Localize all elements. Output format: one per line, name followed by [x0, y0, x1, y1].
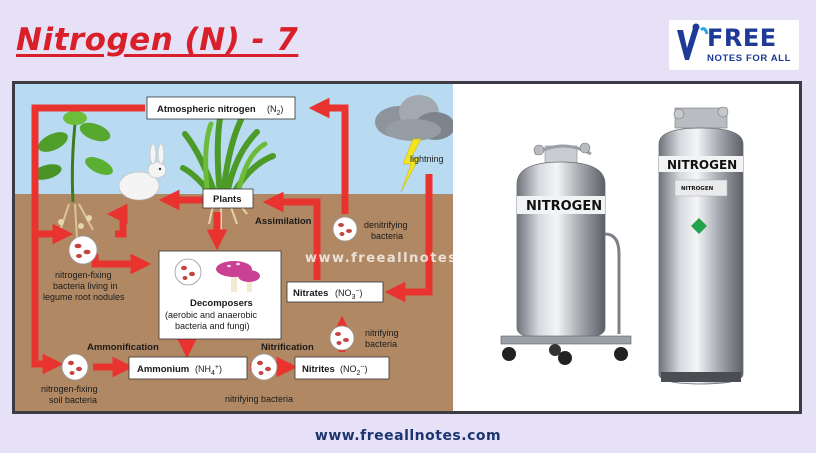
denitrifying-label-2: bacteria	[371, 231, 403, 241]
ammonification-label: Ammonification	[87, 342, 159, 353]
footer-url[interactable]: www.freeallnotes.com	[314, 428, 502, 444]
svg-text:(NO3−): (NO3−)	[335, 288, 363, 301]
lightning-to-nitrates-arrow	[384, 174, 433, 303]
ammonium-box: Ammonium (NH4+)	[128, 356, 248, 380]
svg-text:Nitrates: Nitrates	[293, 288, 328, 299]
svg-text:Plants: Plants	[213, 194, 242, 205]
logo-tagline: NOTES FOR ALL	[707, 53, 791, 64]
fixation-arrow	[31, 104, 145, 245]
assimilation-arrow	[262, 191, 321, 280]
nitrifying-label-1: nitrifying	[365, 328, 399, 338]
brand-logo[interactable]: FREE NOTES FOR ALL	[669, 20, 799, 70]
svg-text:Decomposers: Decomposers	[190, 298, 253, 309]
svg-text:bacteria and fungi): bacteria and fungi)	[175, 321, 250, 331]
lightning-label: lightning	[410, 154, 444, 164]
nodule-loop-arrow	[106, 203, 128, 238]
photo-background	[453, 84, 799, 411]
soil-bacteria-arrow	[31, 234, 64, 375]
cloud-icon	[375, 95, 455, 141]
slide-title: Nitrogen (N) - 7	[16, 22, 299, 58]
svg-text:NITROGEN: NITROGEN	[681, 186, 714, 192]
nitrifying-label-2: bacteria	[365, 339, 397, 349]
mushroom-icon	[216, 261, 260, 292]
nitrogen-tank-tall-photo: NITROGEN NITROGEN	[658, 106, 744, 385]
content-frame: lightning	[12, 81, 802, 414]
svg-text:Ammonium: Ammonium	[137, 364, 189, 375]
assimilation-label: Assimilation	[255, 216, 312, 227]
logo-person-icon	[677, 23, 709, 60]
nitrifying-bottom-label: nitrifying bacteria	[225, 394, 293, 404]
grass-plant-icon	[180, 109, 276, 230]
legume-plant-icon	[32, 111, 113, 240]
nodule-bacteria-icon	[68, 235, 98, 265]
decomposer-bacteria-icon	[174, 258, 202, 286]
rabbit-icon	[118, 143, 167, 201]
decomposers-box: Decomposers (aerobic and anaerobic bacte…	[158, 250, 282, 340]
nitrifying-bacteria-icon-upper	[329, 325, 355, 351]
nitrogen-tank-cart-photo: NITROGEN	[500, 142, 632, 365]
svg-text:NITROGEN: NITROGEN	[526, 199, 602, 214]
nitrification-label: Nitrification	[261, 342, 314, 353]
atmospheric-nitrogen-box: Atmospheric nitrogen (N2)	[146, 96, 296, 120]
watermark-text: www.freeallnotes.com	[305, 251, 499, 266]
nitrates-box: Nitrates (NO3−)	[286, 281, 384, 303]
svg-text:Nitrites: Nitrites	[302, 364, 335, 375]
svg-text:(N2): (N2)	[267, 104, 283, 117]
nitrogen-cycle-diagram: lightning	[15, 84, 799, 411]
nodules-label-1: nitrogen-fixing	[55, 270, 112, 280]
svg-text:(NO2−): (NO2−)	[340, 364, 368, 377]
soil-bacteria-label-2: soil bacteria	[49, 395, 97, 405]
lightning-bolt-icon	[400, 138, 422, 193]
svg-text:(aerobic and anaerobic: (aerobic and anaerobic	[165, 310, 258, 320]
nitrifying-bacteria-icon-lower	[250, 353, 278, 381]
svg-text:Atmospheric nitrogen: Atmospheric nitrogen	[157, 104, 256, 115]
plants-box: Plants	[202, 188, 254, 209]
nodules-label-3: legume root nodules	[43, 292, 125, 302]
denitrifying-label-1: denitrifying	[364, 220, 408, 230]
denitrification-arrow	[308, 97, 349, 214]
svg-text:NITROGEN: NITROGEN	[667, 158, 737, 172]
nitrites-box: Nitrites (NO2−)	[294, 356, 390, 380]
nodules-label-2: bacteria living in	[53, 281, 118, 291]
denitrifying-bacteria-icon	[332, 216, 358, 242]
soil-bacteria-icon	[61, 353, 89, 381]
soil-bacteria-label-1: nitrogen-fixing	[41, 384, 98, 394]
svg-text:(NH4+): (NH4+)	[195, 364, 222, 377]
logo-wordmark: FREE	[707, 24, 777, 52]
